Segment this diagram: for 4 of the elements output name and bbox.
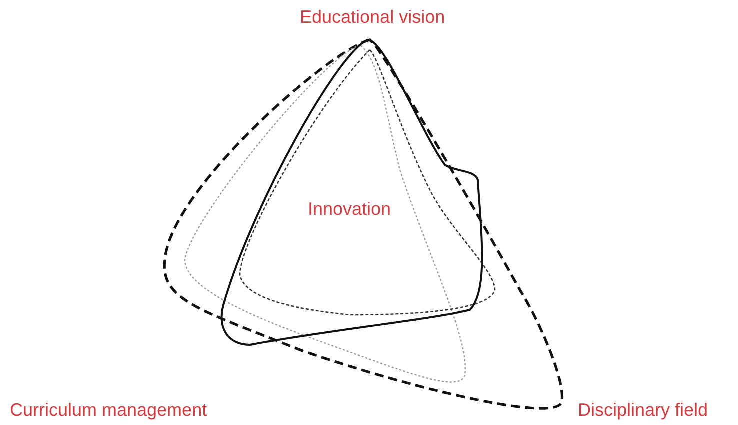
corner-label: Disciplinary field — [578, 399, 708, 421]
center-label: Innovation — [308, 198, 392, 220]
corner-label: Educational vision — [300, 6, 446, 28]
corner-label: Curriculum management — [10, 399, 208, 421]
